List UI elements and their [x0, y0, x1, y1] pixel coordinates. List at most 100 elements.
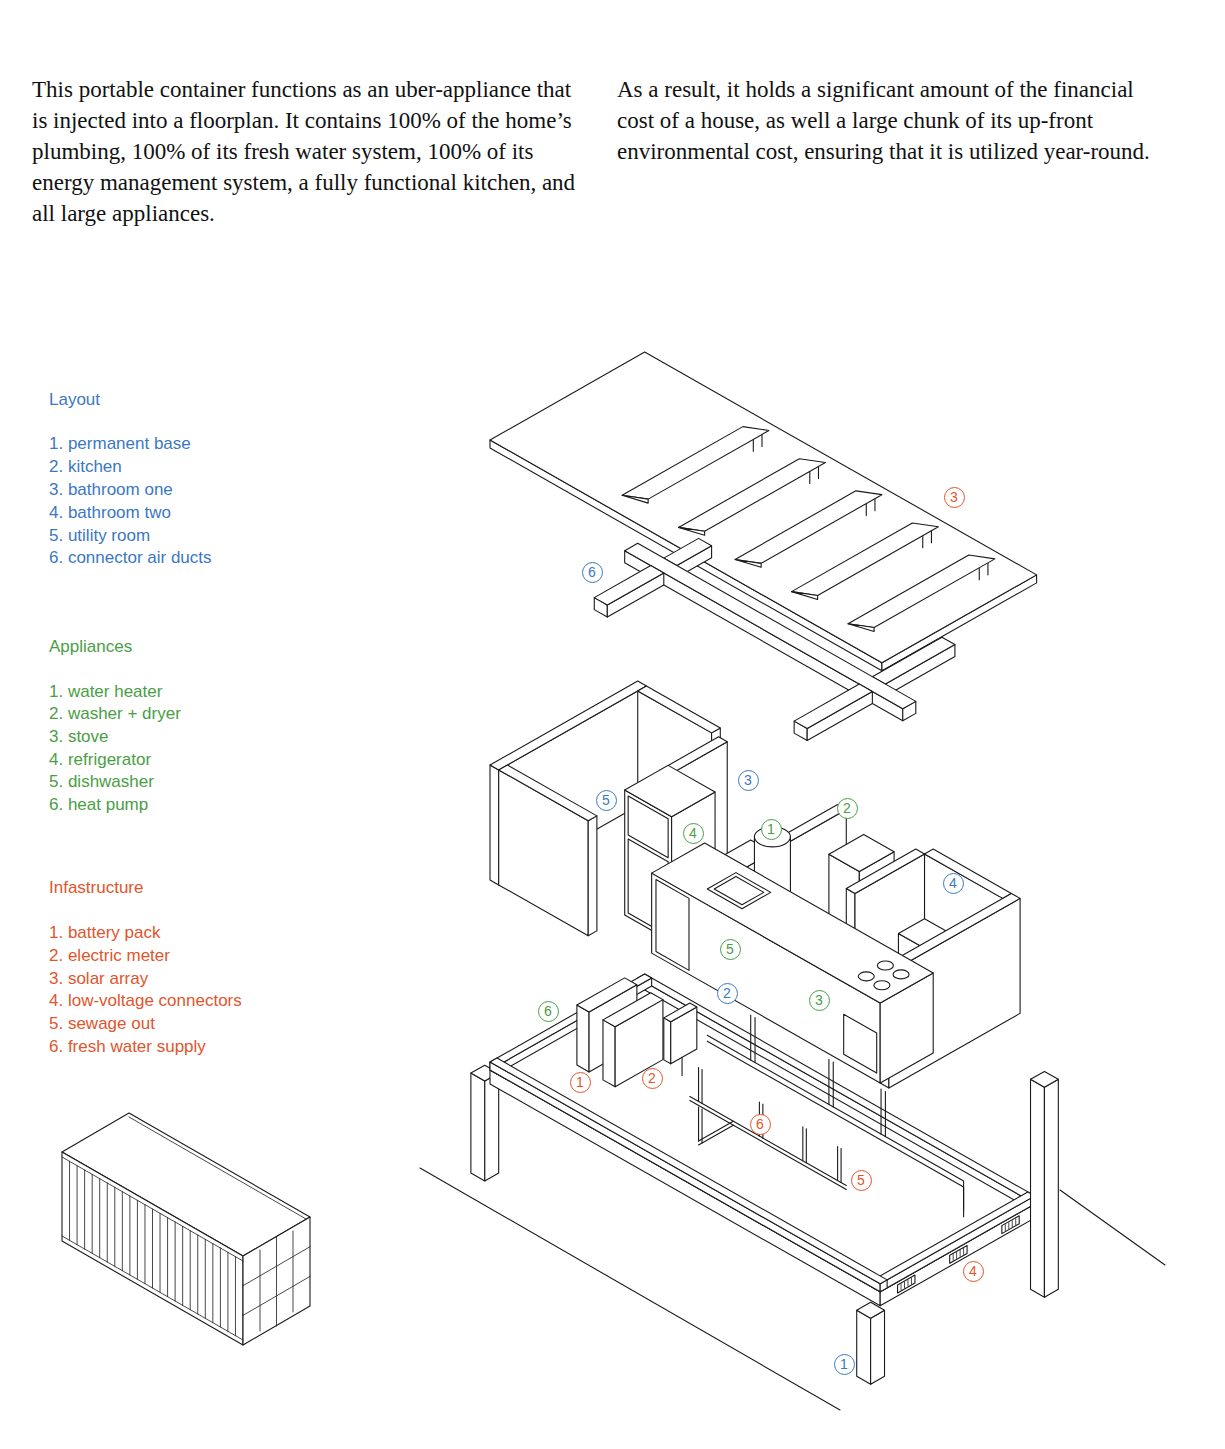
counter — [652, 843, 934, 1003]
battery-pack — [603, 1020, 615, 1087]
washer-dryer — [829, 834, 894, 871]
container-rib — [107, 1183, 108, 1262]
list-item: 2. electric meter — [49, 945, 170, 967]
panel-leg — [922, 535, 923, 548]
container-end — [243, 1217, 310, 1345]
container-rib — [167, 1218, 168, 1297]
callout-circle: 3 — [809, 990, 830, 1011]
callout-number: 6 — [544, 1004, 552, 1018]
air-duct — [794, 684, 872, 728]
container-door — [243, 1276, 310, 1315]
panel-leg — [874, 498, 875, 511]
sink-basin — [714, 877, 764, 905]
container-rib — [77, 1166, 78, 1245]
solar-panel-edge — [792, 592, 818, 600]
water-pipe — [699, 1125, 734, 1145]
wall — [588, 816, 597, 936]
list-item: 2. kitchen — [49, 456, 122, 478]
callout-number: 4 — [949, 876, 957, 890]
callout-circle: 3 — [738, 770, 759, 791]
container-rail — [129, 1117, 306, 1219]
solar-panel-edge — [679, 527, 705, 535]
list-item: 6. fresh water supply — [49, 1036, 206, 1058]
container-rail — [62, 1236, 243, 1340]
air-duct — [664, 538, 712, 565]
water-riser — [837, 1147, 838, 1181]
panel-leg — [987, 562, 988, 575]
callout-number: 1 — [576, 1075, 584, 1089]
base-post — [485, 1073, 499, 1181]
wall — [490, 765, 499, 885]
container-rib — [220, 1248, 221, 1327]
oven-door — [844, 1014, 877, 1073]
list-item: 1. battery pack — [49, 922, 161, 944]
container-door — [243, 1247, 310, 1286]
wall — [490, 681, 646, 770]
callout-circle: 5 — [596, 790, 617, 811]
callout-number: 4 — [689, 826, 697, 840]
water-riser — [701, 1069, 702, 1103]
callout-circle: 6 — [582, 562, 603, 583]
air-duct — [625, 543, 916, 708]
sink — [707, 873, 770, 909]
base-rim — [880, 1196, 1035, 1292]
list-item: 1. water heater — [49, 681, 162, 703]
container-rib — [144, 1205, 145, 1284]
sewage-pipe — [707, 1035, 963, 1210]
callout-circle: 3 — [944, 487, 965, 508]
stove-burner — [858, 972, 874, 981]
container-rib — [69, 1161, 70, 1240]
dishwasher-door — [656, 880, 689, 971]
callout-number: 3 — [815, 993, 823, 1007]
base-post — [1044, 1079, 1058, 1297]
callout-circle: 2 — [837, 798, 858, 819]
solar-panel-edge — [735, 560, 761, 568]
stove-burner — [874, 981, 890, 990]
base-rim — [490, 1062, 880, 1292]
callout-number: 1 — [840, 1357, 848, 1371]
meter-post — [681, 1055, 682, 1075]
base-post — [871, 1310, 885, 1384]
container-rib — [129, 1196, 130, 1275]
container-rib — [160, 1213, 161, 1292]
base-post — [1031, 1079, 1045, 1297]
base-rim — [873, 1192, 1035, 1284]
callout-circle: 4 — [683, 823, 704, 844]
callout-circle: 2 — [642, 1068, 663, 1089]
callout-circle: 4 — [963, 1261, 984, 1282]
wall — [925, 849, 1012, 898]
sewage-riser — [833, 1062, 834, 1107]
container-rib — [137, 1200, 138, 1279]
panel-leg — [818, 466, 819, 479]
callout-circle: 1 — [570, 1072, 591, 1093]
callout-number: 5 — [602, 793, 610, 807]
container-rib — [122, 1192, 123, 1271]
callout-circle: 5 — [851, 1170, 872, 1191]
callout-number: 3 — [744, 773, 752, 787]
electric-meter — [664, 1018, 671, 1064]
base-post — [857, 1310, 871, 1384]
list-heading: Infastructure — [49, 877, 144, 899]
water-riser — [698, 1068, 699, 1102]
container-rib — [205, 1239, 206, 1318]
connector-pin — [907, 1280, 908, 1286]
panel-leg — [761, 433, 762, 446]
panel-leg — [979, 567, 980, 580]
container-rib — [235, 1257, 236, 1336]
container-rib — [114, 1187, 115, 1266]
solar-panel — [848, 555, 995, 627]
base-rim — [490, 1058, 887, 1284]
container-rib — [182, 1226, 183, 1305]
callout-circle: 2 — [717, 983, 738, 1004]
container-rib — [175, 1222, 176, 1301]
connector-pin — [953, 1254, 954, 1260]
sewage-riser — [754, 1017, 755, 1062]
low-voltage-connector — [950, 1245, 967, 1263]
connector-pin — [901, 1284, 902, 1290]
list-item: 1. permanent base — [49, 433, 191, 455]
base-post — [471, 1073, 485, 1181]
callout-number: 5 — [726, 942, 734, 956]
connector-pin — [956, 1252, 957, 1258]
container-door — [276, 1237, 277, 1326]
